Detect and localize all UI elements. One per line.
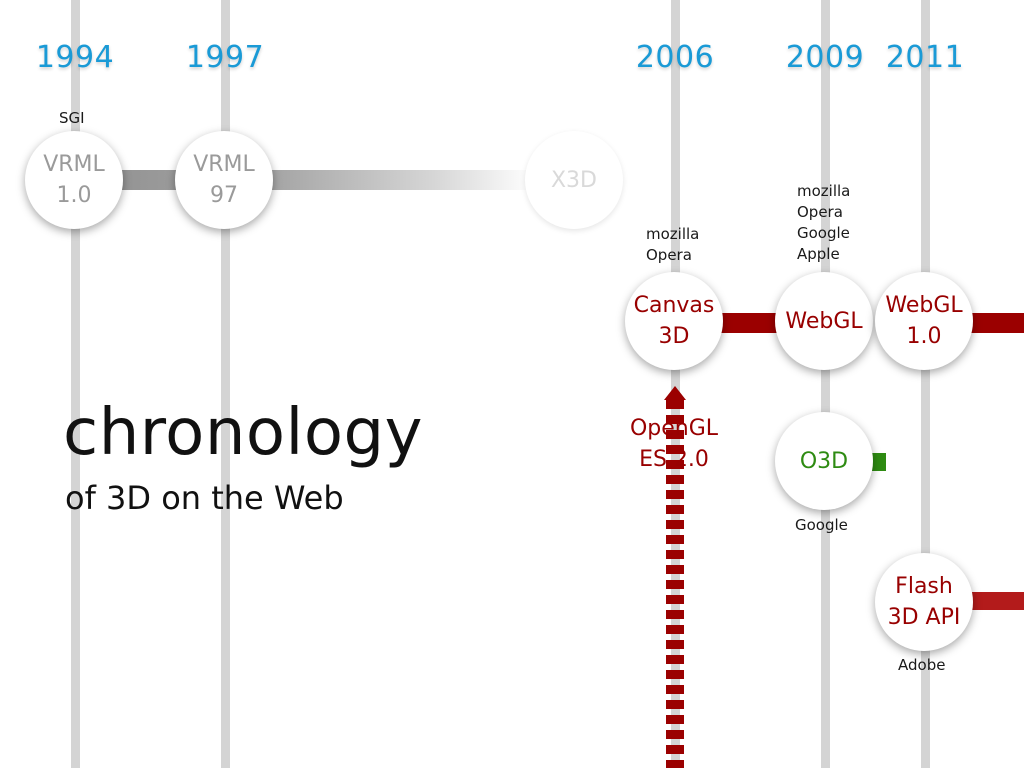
node-flash-3d-api: Flash 3D API xyxy=(875,553,973,651)
node-webgl-1-0: WebGL 1.0 xyxy=(875,272,973,370)
webgl-supporters: mozilla Opera Google Apple xyxy=(797,182,851,263)
year-label-2011: 2011 xyxy=(885,40,965,75)
canvas3d-supporters: mozilla Opera xyxy=(646,225,700,264)
slide-title: chronology xyxy=(63,396,423,470)
o3d-vendor: Google xyxy=(795,516,848,534)
node-canvas-3d: Canvas 3D xyxy=(625,272,723,370)
year-label-2009: 2009 xyxy=(785,40,865,75)
year-label-1997: 1997 xyxy=(185,40,265,75)
node-vrml-97: VRML 97 xyxy=(175,131,273,229)
year-line-2009 xyxy=(821,0,830,768)
opengl-es-label: OpenGL ES 2.0 xyxy=(629,416,719,472)
node-webgl: WebGL xyxy=(775,272,873,370)
year-line-1994 xyxy=(71,0,80,768)
opengl-es-dashed-line xyxy=(666,400,684,768)
year-label-2006: 2006 xyxy=(635,40,715,75)
node-x3d: X3D xyxy=(525,131,623,229)
vrml-lineage-bar xyxy=(75,170,535,190)
flash-vendor: Adobe xyxy=(898,656,946,674)
arrow-up-icon xyxy=(664,386,686,400)
year-line-2011 xyxy=(921,0,930,768)
slide-subtitle: of 3D on the Web xyxy=(65,479,344,517)
node-o3d: O3D xyxy=(775,412,873,510)
year-label-1994: 1994 xyxy=(35,40,115,75)
year-line-2006 xyxy=(671,0,680,768)
sgi-label: SGI xyxy=(59,109,85,127)
node-vrml-1-0: VRML 1.0 xyxy=(25,131,123,229)
year-line-1997 xyxy=(221,0,230,768)
